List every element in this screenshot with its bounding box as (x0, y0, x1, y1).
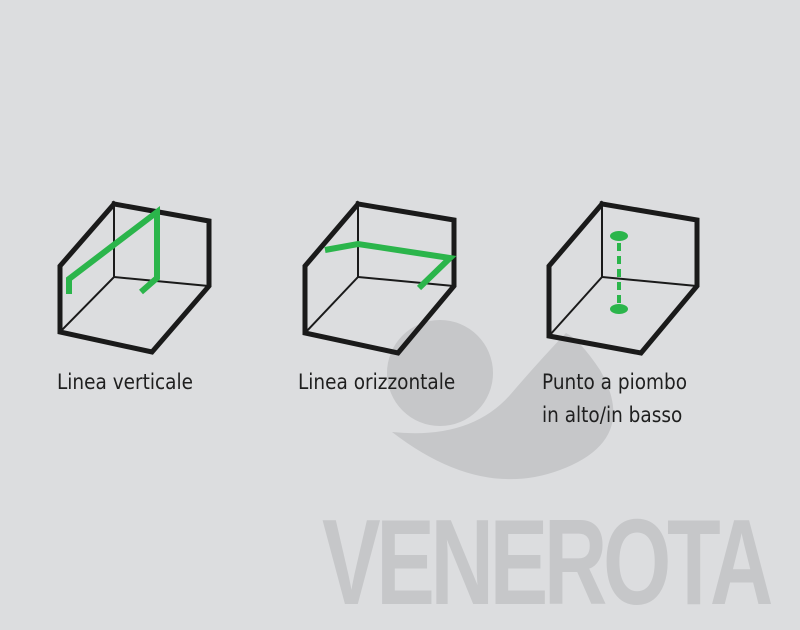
label-plumb-line1: Punto a piombo (542, 370, 688, 394)
brand-wordmark: VENEROTA (322, 494, 773, 630)
label-plumb-line2: in alto/in basso (542, 403, 683, 427)
label-horizontal-line: Linea orizzontale (298, 370, 456, 394)
cube-horizontal-line-icon (302, 200, 457, 356)
cube-plumb-dot-icon (546, 200, 700, 356)
brand-logo-mark (387, 320, 614, 480)
label-vertical-line: Linea verticale (57, 370, 193, 394)
cube-vertical-line-icon (57, 200, 212, 355)
